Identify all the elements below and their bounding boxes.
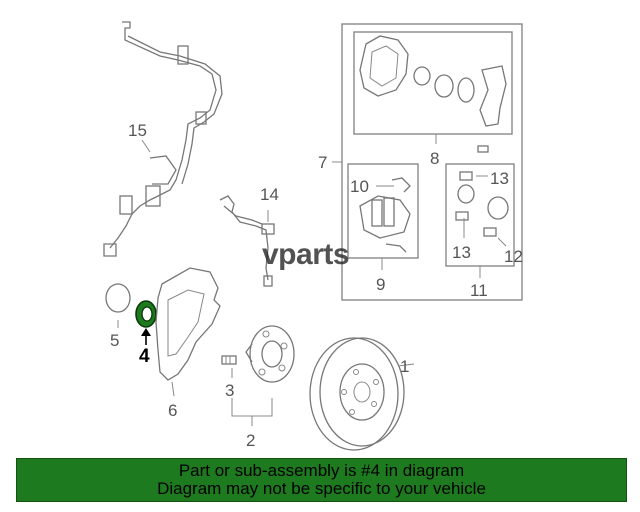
label-part-11: 11 [470,281,488,300]
banner-line-2: Diagram may not be specific to your vehi… [157,479,486,498]
label-part-12: 12 [504,247,523,266]
hub-part-2[interactable] [231,325,295,426]
bolt-part-3[interactable] [221,355,237,365]
label-part-8: 8 [430,149,439,168]
dust-shield-part-6[interactable] [155,267,221,397]
label-part-2: 2 [246,431,255,450]
leader-lines [117,139,465,378]
label-part-4: 4 [139,346,150,367]
label-part-7: 7 [318,153,327,172]
label-part-13-bottom: 13 [452,243,471,262]
abs-sensor-wire-part-15[interactable] [103,21,223,257]
seal-part-4-highlighted[interactable] [135,300,157,345]
label-part-3: 3 [225,381,234,400]
label-part-15: 15 [128,121,147,140]
label-part-14: 14 [260,185,279,204]
label-part-6: 6 [168,401,177,420]
caliper-assembly-box-part-7[interactable] [332,23,523,301]
parts-diagram: 1 2 3 4 5 6 7 8 9 10 11 12 13 13 14 15 [103,21,523,451]
seal-kit-box-part-11[interactable] [445,163,515,278]
o-ring-part-5[interactable] [105,283,131,313]
info-banner: Part or sub-assembly is #4 in diagram Di… [16,458,627,502]
label-part-5: 5 [110,331,119,350]
label-part-13-top: 13 [490,169,509,188]
label-part-1: 1 [400,357,409,376]
banner-line-1: Part or sub-assembly is #4 in diagram [178,461,465,480]
caliper-bolt[interactable] [477,145,489,153]
brake-pad-box-part-9[interactable] [347,163,419,270]
brake-rotor-part-1[interactable] [309,337,415,451]
label-part-10: 10 [350,177,369,196]
caliper-box-part-8[interactable] [353,31,513,144]
brake-hose-part-14[interactable] [219,195,275,287]
watermark-text: vparts [262,238,350,271]
watermark-logo: vparts [262,238,350,272]
label-part-9: 9 [376,275,385,294]
